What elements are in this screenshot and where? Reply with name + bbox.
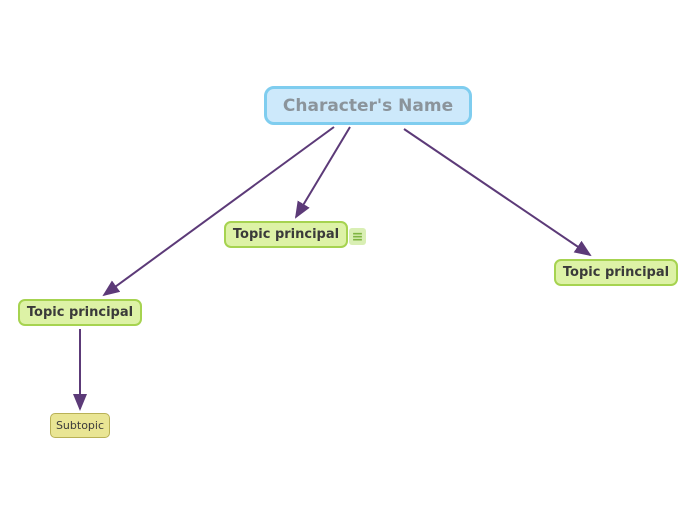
topic-node-1[interactable]: Topic principal (18, 299, 142, 326)
topic-node-2-label: Topic principal (232, 227, 340, 242)
topic-node-2[interactable]: Topic principal (224, 221, 348, 248)
subtopic-node-1-label: Subtopic (55, 419, 105, 432)
root-node-label: Character's Name (282, 95, 454, 116)
edge-root-to-topic-3 (403, 128, 592, 257)
edge-root-to-topic-1 (102, 126, 335, 297)
notes-icon-glyph: ≡ (351, 228, 364, 245)
edge-root-to-topic-2 (294, 126, 351, 219)
notes-icon[interactable]: ≡ (349, 228, 366, 245)
topic-node-3-label: Topic principal (562, 265, 670, 280)
subtopic-node-1[interactable]: Subtopic (50, 413, 110, 438)
topic-node-3[interactable]: Topic principal (554, 259, 678, 286)
topic-node-1-label: Topic principal (26, 305, 134, 320)
root-node-characters-name[interactable]: Character's Name (264, 86, 472, 125)
